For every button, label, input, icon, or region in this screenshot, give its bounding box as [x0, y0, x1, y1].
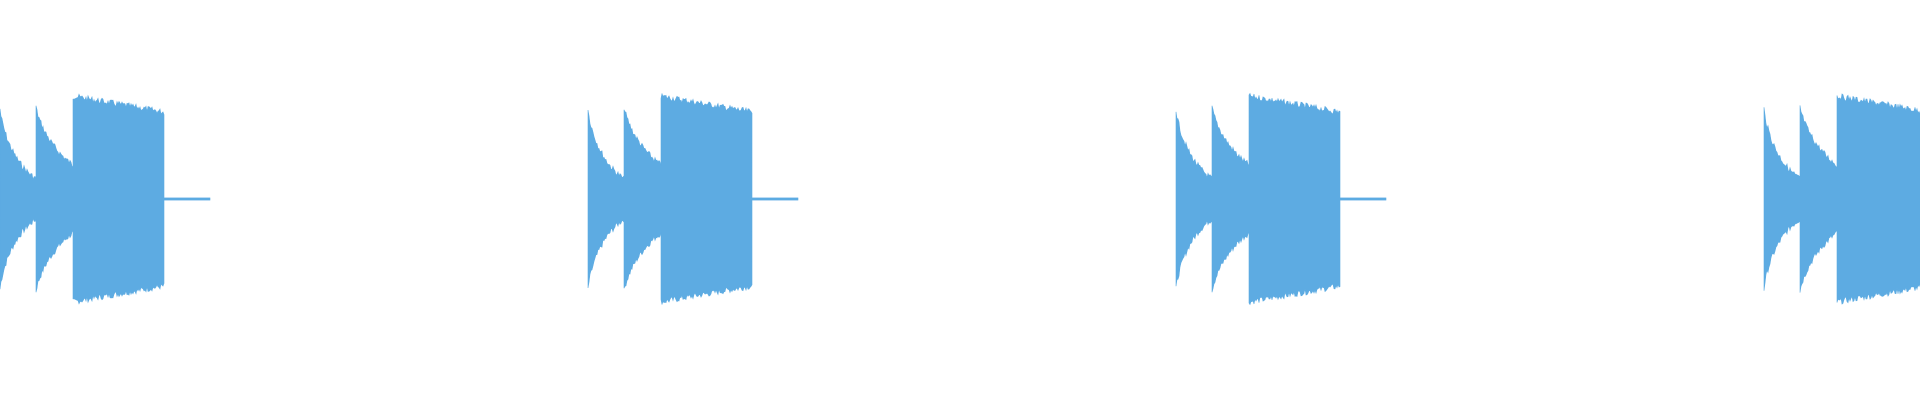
waveform-envelope: [1175, 92, 1387, 306]
waveform-envelope: [0, 93, 211, 305]
waveform-clip: [1763, 93, 1920, 305]
waveform-envelope: [1763, 93, 1920, 305]
waveform-envelope: [587, 93, 799, 305]
waveform-clip: [1175, 92, 1387, 306]
waveform-clip: [0, 93, 211, 305]
waveform-clip: [587, 93, 799, 305]
